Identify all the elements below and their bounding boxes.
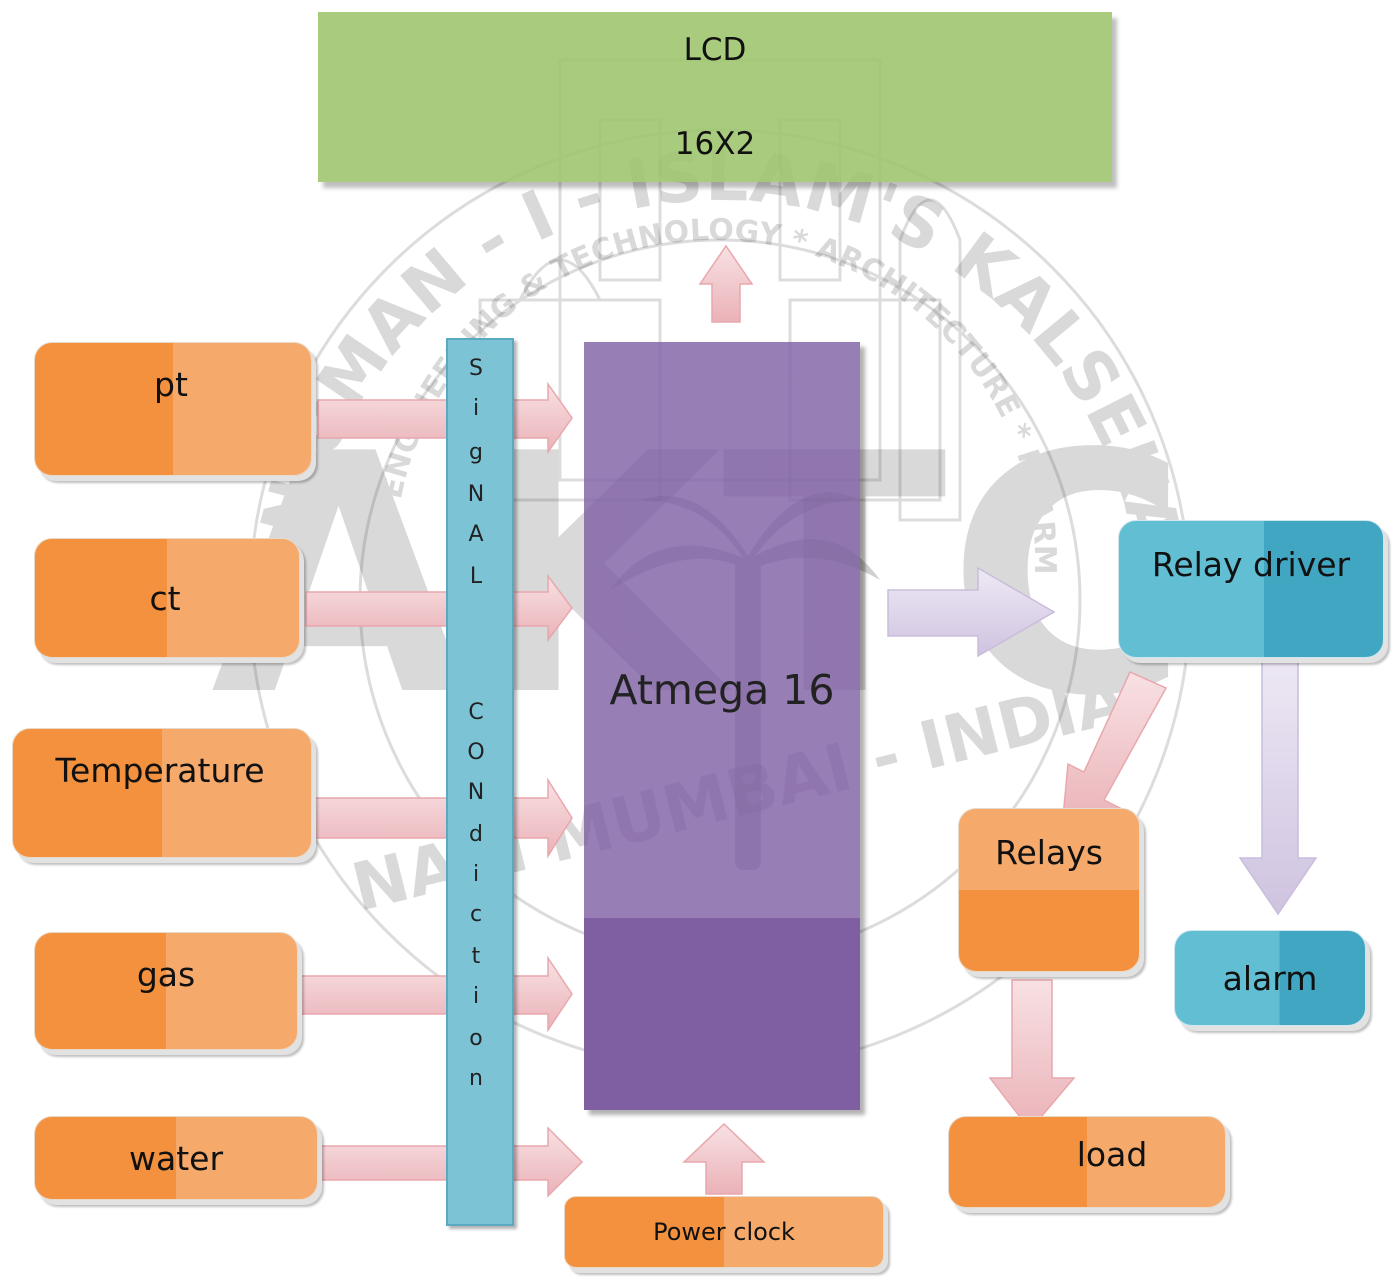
signal-letter: i	[472, 984, 480, 1009]
sensor-label-gas: gas	[136, 955, 196, 994]
sensor-box-temperature: Temperature	[12, 728, 312, 858]
sensor-box-ct: ct	[34, 538, 300, 658]
arrow-temperature	[309, 777, 573, 859]
microcontroller-label: Atmega 16	[609, 666, 835, 714]
signal-letter: N	[467, 482, 485, 507]
signal-letter: i	[472, 396, 480, 421]
signal-letter: c	[469, 902, 483, 927]
sensor-box-gas: gas	[34, 932, 298, 1050]
signal-letter: A	[468, 522, 484, 547]
microcontroller-block	[584, 342, 860, 1110]
signal-letter: n	[469, 1066, 483, 1091]
load-label: load	[1076, 1135, 1148, 1174]
arrow-to-relay-driver	[887, 566, 1056, 658]
lcd-block: LCD 16X2	[318, 12, 1112, 182]
power-clock-box: Power clock	[564, 1196, 884, 1268]
signal-letter: g	[469, 440, 483, 465]
sensor-label-pt: pt	[154, 365, 188, 404]
relays-box: Relays	[958, 808, 1140, 972]
signal-letter: C	[468, 700, 484, 725]
signal-letter: L	[469, 564, 483, 589]
signal-letter: O	[467, 740, 485, 765]
arrow-gas	[297, 955, 573, 1033]
sensor-label-ct: ct	[149, 578, 181, 618]
relays-label: Relays	[995, 833, 1103, 872]
sensor-box-pt: pt	[34, 342, 312, 476]
signal-letter: N	[467, 780, 485, 805]
power-clock-label: Power clock	[653, 1218, 795, 1246]
sensor-label-temperature: Temperature	[55, 751, 265, 790]
lcd-size-label: 16X2	[674, 126, 756, 162]
arrow-to-relays	[1061, 671, 1168, 830]
alarm-box: alarm	[1174, 930, 1366, 1026]
signal-letter: d	[469, 822, 483, 847]
load-box: load	[948, 1116, 1226, 1208]
signal-letter: o	[469, 1026, 483, 1051]
arrow-ct	[305, 573, 573, 643]
sensor-label-water: water	[128, 1138, 224, 1178]
arrow-power-clock	[682, 1122, 766, 1195]
arrow-to-alarm	[1238, 651, 1318, 916]
arrow-to-lcd	[698, 244, 754, 323]
sensor-box-water: water	[34, 1116, 318, 1200]
signal-letter: i	[472, 862, 480, 887]
signal-letter: S	[469, 356, 483, 381]
lcd-label: LCD	[683, 32, 747, 68]
relay-driver-box: Relay driver	[1118, 520, 1384, 658]
arrow-pt	[317, 381, 573, 455]
signal-letter: t	[471, 944, 481, 969]
arrow-to-load	[988, 979, 1076, 1132]
relay-driver-label: Relay driver	[1151, 545, 1351, 584]
signal-conditioning-block	[446, 338, 514, 1226]
alarm-label: alarm	[1222, 958, 1318, 998]
